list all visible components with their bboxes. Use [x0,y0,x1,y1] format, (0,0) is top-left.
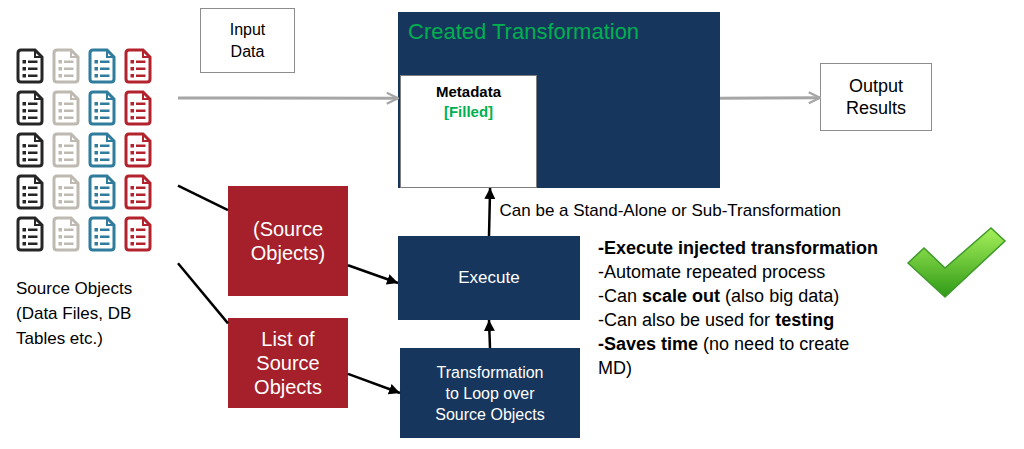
document-icon [54,134,78,166]
document-icon [18,218,42,250]
bullet-text-bold: -Saves time [598,334,698,354]
document-icon [90,92,114,124]
node-title: Source Objects [16,276,134,301]
document-icon [18,176,42,208]
bullet-text-bold: scale out [642,286,720,306]
input-box: Input Data [200,8,295,73]
check-mark [908,228,1005,297]
text-group: List of Source Objects [228,318,348,408]
text-group: Execute [398,236,580,320]
metadata-box: Metadata[Filled] [400,75,537,188]
document-icon [18,50,42,82]
flow-arrow [348,265,398,283]
document-icon [54,176,78,208]
document-icon [126,218,150,250]
document-icons [18,50,150,250]
document-icon [90,134,114,166]
loop-transformation-box: Transformation to Loop over Source Objec… [400,348,580,438]
source-objects-box: (Source Objects) [228,186,348,296]
document-icon [126,134,150,166]
document-icon [126,176,150,208]
text-group: Input Data [201,9,294,72]
document-icon [90,218,114,250]
document-icon [54,92,78,124]
bullet-text: -Automate repeated process [598,262,825,282]
document-icon [126,92,150,124]
edge-label: Can be a Stand-Alone or Sub-Transformati… [500,200,841,222]
text-group: Output Results [821,64,931,130]
node-title: List of Source Objects [233,327,343,399]
document-icon [54,218,78,250]
bullet-text-bold: testing [775,310,834,330]
node-title: Execute [458,267,519,289]
transformation-box: Created TransformationMetadata[Filled] [398,12,720,188]
source-objects-group: Source Objects(Data Files, DB Tables etc… [10,40,178,350]
node-title: Input Data [219,19,276,63]
document-icon [18,92,42,124]
document-icon [126,50,150,82]
document-icon [54,50,78,82]
bullet-line: -Canscale out(also big data) [598,284,839,308]
flow-arrow [489,188,490,236]
bullet-text: -Can [598,286,637,306]
text-group: Created Transformation [408,18,639,46]
text-group: Transformation to Loop over Source Objec… [400,348,580,438]
document-icon [90,50,114,82]
bullet-text-bold: -Execute injected transformation [598,238,878,258]
bullet-line: -Automate repeated process [598,260,825,284]
node-text: [Filled] [401,102,536,122]
source-list-box: List of Source Objects [228,318,348,408]
source-line [178,263,228,323]
text-group: (Source Objects) [228,186,348,296]
output-box: Output Results [820,63,932,131]
node-title: Created Transformation [408,18,639,46]
node-title: Transformation to Loop over Source Objec… [428,362,552,425]
document-icon [18,134,42,166]
text-group: Metadata[Filled] [401,82,536,122]
document-icon [90,176,114,208]
execute-box: Execute [398,236,580,320]
source-line [178,186,228,211]
bullet-line: -Saves time(no need to create MD) [598,332,883,380]
bullet-line: -Execute injected transformation [598,236,878,260]
node-title: Output Results [831,75,921,119]
data-flow-arrow [720,96,820,100]
bullet-line: -Can also be used fortesting [598,308,834,332]
bullet-text: -Can also be used for [598,310,770,330]
node-text: (Data Files, DB Tables etc.) [16,301,134,351]
text-group: Source Objects(Data Files, DB Tables etc… [16,276,134,351]
bullet-text: (also big data) [725,286,839,306]
flow-arrow [348,374,400,393]
node-title: (Source Objects) [233,217,343,265]
flow-arrow [489,320,490,348]
node-title: Metadata [401,82,536,102]
data-flow-arrow [178,96,398,99]
